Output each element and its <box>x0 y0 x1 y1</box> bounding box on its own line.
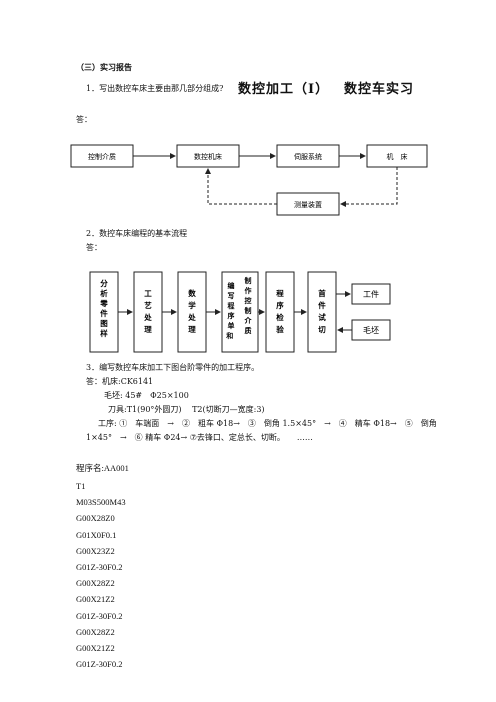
code-line: G00X21Z2 <box>76 594 115 605</box>
svg-text:分析零件图样: 分析零件图样 <box>99 278 108 338</box>
box-workpiece: 工件 <box>351 283 391 305</box>
code-line: G00X21Z2 <box>76 643 115 654</box>
box-program-check: 程序检验 <box>265 271 295 353</box>
feedback-arrow <box>340 167 398 207</box>
machine-info: 答：机床:CK6141 <box>86 377 154 386</box>
code-line: G00X28Z2 <box>76 626 115 637</box>
box-control-medium: 控制介质 <box>70 144 134 168</box>
nc-code-listing: T1 M03S500M43 G00X28Z0 G01X0F0.1 G00X23Z… <box>76 478 126 672</box>
code-line: G00X28Z0 <box>76 513 115 524</box>
code-line: M03S500M43 <box>76 497 126 508</box>
box-write-program: 编写程序单和 制作控制介质 <box>221 271 259 353</box>
box-math-processing: 数学处理 <box>177 271 207 353</box>
answer-2-label: 答： <box>86 243 102 252</box>
question-3: 3．编写数控车床加工下图台阶零件的加工程序。 <box>86 363 260 372</box>
svg-text:编写程序单和 制作控制介质: 编写程序单和 制作控制介质 <box>225 276 252 340</box>
box-label: 控制介质 <box>88 152 116 161</box>
box-process-planning: 工艺处理 <box>133 271 163 353</box>
header-title-1: 数控加工（Ⅰ） <box>238 82 330 97</box>
program-name: 程序名:AA001 <box>76 463 129 473</box>
question-1: 1．写出数控车床主要由那几部分组成? <box>86 84 224 93</box>
box-cnc-machine: 数控机床 <box>176 144 240 168</box>
question-2: 2．数控车床编程的基本流程 <box>86 229 188 238</box>
process-steps-line-1: 工序: ① 车端面 → ② 粗车 Φ18→ ③ 倒角 1.5×45° → ④ 精… <box>98 419 437 428</box>
svg-text:工艺处理: 工艺处理 <box>143 289 152 334</box>
code-line: G01Z-30F0.2 <box>76 562 123 573</box>
code-line: T1 <box>76 481 86 491</box>
box-label: 伺服系统 <box>294 152 322 161</box>
box-label: 工件 <box>363 289 379 299</box>
code-line: G00X23Z2 <box>76 545 115 556</box>
box-analyze-drawing: 分析零件图样 <box>89 271 119 353</box>
code-line: G01Z-30F0.2 <box>76 610 123 621</box>
code-line: G00X28Z2 <box>76 578 115 589</box>
composition-diagram: 控制介质 数控机床 伺服系统 机 床 测量装置 <box>70 144 428 216</box>
box-label: 机 床 <box>387 152 408 161</box>
svg-text:首件试切: 首件试切 <box>318 288 326 334</box>
tool-info: 刀具:T1(90°外圆刀) T2(切断刀—宽度:3) <box>108 405 265 414</box>
box-first-trial-cut: 首件试切 <box>307 271 337 353</box>
box-machine-tool: 机 床 <box>366 144 428 168</box>
box-servo-system: 伺服系统 <box>276 144 340 168</box>
code-line: G01Z-30F0.2 <box>76 659 123 670</box>
svg-text:数学处理: 数学处理 <box>187 288 196 334</box>
answer-1-label: 答： <box>76 115 92 124</box>
box-label: 数控机床 <box>194 152 222 161</box>
programming-flow-diagram: 分析零件图样 工艺处理 数学处理 编写程序单和 制作控制介质 程序检验 首件试切 <box>89 271 391 353</box>
feedback-arrow <box>205 168 277 205</box>
process-steps-line-2: 1×45° → ⑥ 精车 Φ24→ ⑦去锋口、定总长、切断。 …… <box>86 433 313 442</box>
svg-text:程序检验: 程序检验 <box>276 289 284 334</box>
blank-info: 毛坯: 45# Φ25×100 <box>104 391 189 400</box>
box-measuring-device: 测量装置 <box>276 192 340 216</box>
box-label: 毛坯 <box>363 325 379 335</box>
header-title-2: 数控车实习 <box>344 82 415 97</box>
box-blank: 毛坯 <box>351 319 391 341</box>
box-label: 测量装置 <box>294 200 322 209</box>
code-line: G01X0F0.1 <box>76 529 117 540</box>
section-title: （三）实习报告 <box>76 62 132 72</box>
